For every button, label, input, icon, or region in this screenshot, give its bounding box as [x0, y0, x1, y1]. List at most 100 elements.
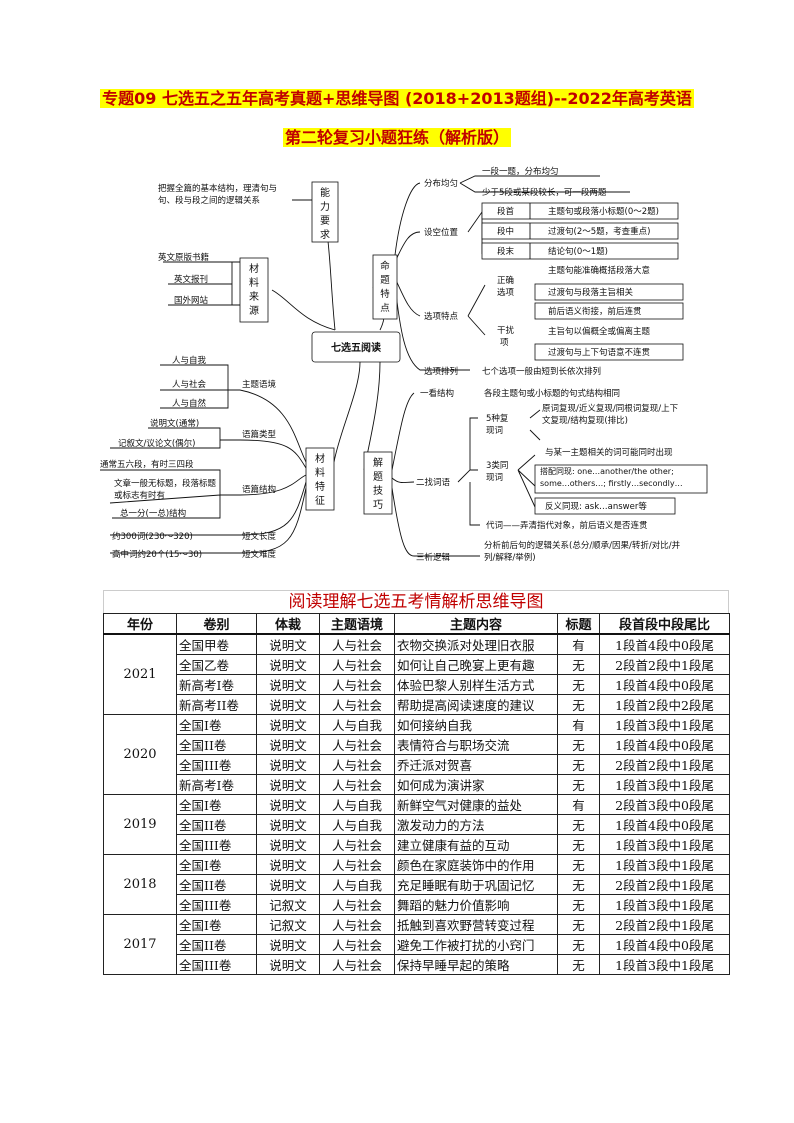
feature-group-label: 语篇结构 — [242, 484, 276, 495]
has-title-cell: 无 — [557, 954, 600, 975]
svg-text:来: 来 — [249, 291, 259, 303]
svg-text:题: 题 — [373, 471, 383, 483]
table-header-cell: 主题语境 — [319, 613, 395, 635]
year-cell: 2019 — [103, 794, 177, 855]
ratio-cell: 1段首4段中0段尾 — [599, 734, 730, 755]
paper-cell: 全国I卷 — [176, 714, 257, 735]
genre-cell: 说明文 — [256, 674, 320, 695]
table-header-cell: 卷别 — [176, 613, 257, 635]
paper-cell: 全国II卷 — [176, 934, 257, 955]
three-item: 与某一主题相关的词可能同时出现 — [545, 447, 673, 458]
theme-context-cell: 人与社会 — [319, 834, 395, 855]
theme-context-cell: 人与社会 — [319, 654, 395, 675]
has-title-cell: 无 — [557, 934, 600, 955]
correct-item: 前后语义衔接，前后连贯 — [548, 306, 642, 317]
position-row-box — [481, 222, 679, 240]
table-header-cell: 体裁 — [256, 613, 320, 635]
distractor-item-box — [534, 343, 684, 361]
doc-title-line-1: 专题09 七选五之五年高考真题+思维导图 (2018+2013题组)--2022… — [100, 89, 694, 108]
distractor-tag-2: 项 — [500, 338, 509, 348]
theme-content-cell: 充足睡眠有助于巩固记忆 — [394, 874, 558, 895]
distractor-tag: 干扰 — [497, 325, 515, 336]
has-title-cell: 无 — [557, 854, 600, 875]
ratio-cell: 2段首3段中0段尾 — [599, 794, 730, 815]
theme-context-cell: 人与社会 — [319, 914, 395, 935]
paper-cell: 全国II卷 — [176, 814, 257, 835]
svg-text:巧: 巧 — [373, 500, 383, 511]
exam-features-node-box — [372, 254, 398, 320]
analyze-text: 分析前后句的逻辑关系(总分/顺承/因果/转折/对比/并列/解释/举例) — [484, 541, 681, 563]
theme-context-cell: 人与社会 — [319, 734, 395, 755]
has-title-cell: 无 — [557, 654, 600, 675]
feature-group-label: 语篇类型 — [242, 429, 277, 440]
theme-content-cell: 保持早睡早起的策略 — [394, 954, 558, 975]
has-title-cell: 有 — [557, 633, 600, 655]
theme-content-cell: 衣物交换派对处理旧衣服 — [394, 633, 558, 655]
has-title-cell: 无 — [557, 774, 600, 795]
three-tag: 3类同 — [486, 460, 508, 471]
position-tag: 段末 — [497, 246, 515, 257]
paper-cell: 新高考II卷 — [176, 694, 257, 715]
theme-content-cell: 颜色在家庭装饰中的作用 — [394, 854, 558, 875]
theme-context-cell: 人与社会 — [319, 633, 395, 655]
position-text: 结论句(0～1题) — [548, 246, 608, 257]
has-title-cell: 无 — [557, 814, 600, 835]
theme-context-cell: 人与社会 — [319, 854, 395, 875]
feature-item: 通常五六段，有时三四段 — [100, 459, 194, 470]
paper-cell: 全国III卷 — [176, 754, 257, 775]
svg-text:求: 求 — [320, 229, 330, 241]
exam-feature-label: 选项特点 — [424, 311, 459, 322]
genre-cell: 记叙文 — [256, 894, 320, 915]
feature-group-label: 短文长度 — [242, 531, 277, 542]
feature-item: 约300词(230～320) — [112, 531, 193, 542]
three-item: 反义同现: ask…answer等 — [545, 501, 647, 512]
theme-content-cell: 新鲜空气对健康的益处 — [394, 794, 558, 815]
exam-feature-label: 设空位置 — [424, 227, 459, 238]
mind-map: 七选五阅读 能 力 要 求 把握全篇的基本结构，理清句与句、段与段之间的逻辑关系… — [100, 166, 708, 563]
genre-cell: 说明文 — [256, 694, 320, 715]
paper-cell: 全国乙卷 — [176, 654, 257, 675]
svg-text:解: 解 — [373, 456, 383, 469]
theme-context-cell: 人与社会 — [319, 954, 395, 975]
svg-text:料: 料 — [249, 276, 259, 289]
skill-label: 一看结构 — [420, 388, 454, 399]
table-title: 阅读理解七选五考情解析思维导图 — [103, 590, 729, 613]
ability-node-label: 能 力 要 求 — [320, 186, 330, 241]
svg-text:材: 材 — [315, 452, 325, 465]
ratio-cell: 1段首4段中0段尾 — [599, 814, 730, 835]
ratio-cell: 1段首3段中1段尾 — [599, 854, 730, 875]
feature-group-label: 主题语境 — [242, 379, 277, 390]
position-tag: 段中 — [497, 226, 514, 237]
exam-feature-item: 少于5段或某段较长，可一段两题 — [482, 187, 607, 198]
svg-text:力: 力 — [320, 200, 330, 213]
skills-node-box — [363, 451, 393, 515]
year-cell: 2020 — [103, 714, 177, 795]
svg-text:能: 能 — [320, 186, 330, 199]
paper-cell: 全国II卷 — [176, 874, 257, 895]
three-item: 搭配同现: one…another/the other; some…others… — [540, 467, 683, 488]
theme-content-cell: 建立健康有益的互动 — [394, 834, 558, 855]
genre-cell: 说明文 — [256, 794, 320, 815]
table-header-cell: 主题内容 — [394, 613, 558, 635]
paper-cell: 全国I卷 — [176, 794, 257, 815]
paper-cell: 全国I卷 — [176, 914, 257, 935]
genre-cell: 说明文 — [256, 633, 320, 655]
materials-node-box — [239, 257, 269, 323]
theme-content-cell: 如何让自己晚宴上更有趣 — [394, 654, 558, 675]
genre-cell: 记叙文 — [256, 914, 320, 935]
exam-analysis-table-wrap: 阅读理解七选五考情解析思维导图 年份卷别体裁主题语境主题内容标题段首段中段尾比 … — [103, 590, 730, 975]
exam-feature-label: 分布均匀 — [424, 178, 458, 189]
exam-feature-label: 选项排列 — [424, 366, 458, 377]
theme-content-cell: 如何接纳自我 — [394, 714, 558, 735]
